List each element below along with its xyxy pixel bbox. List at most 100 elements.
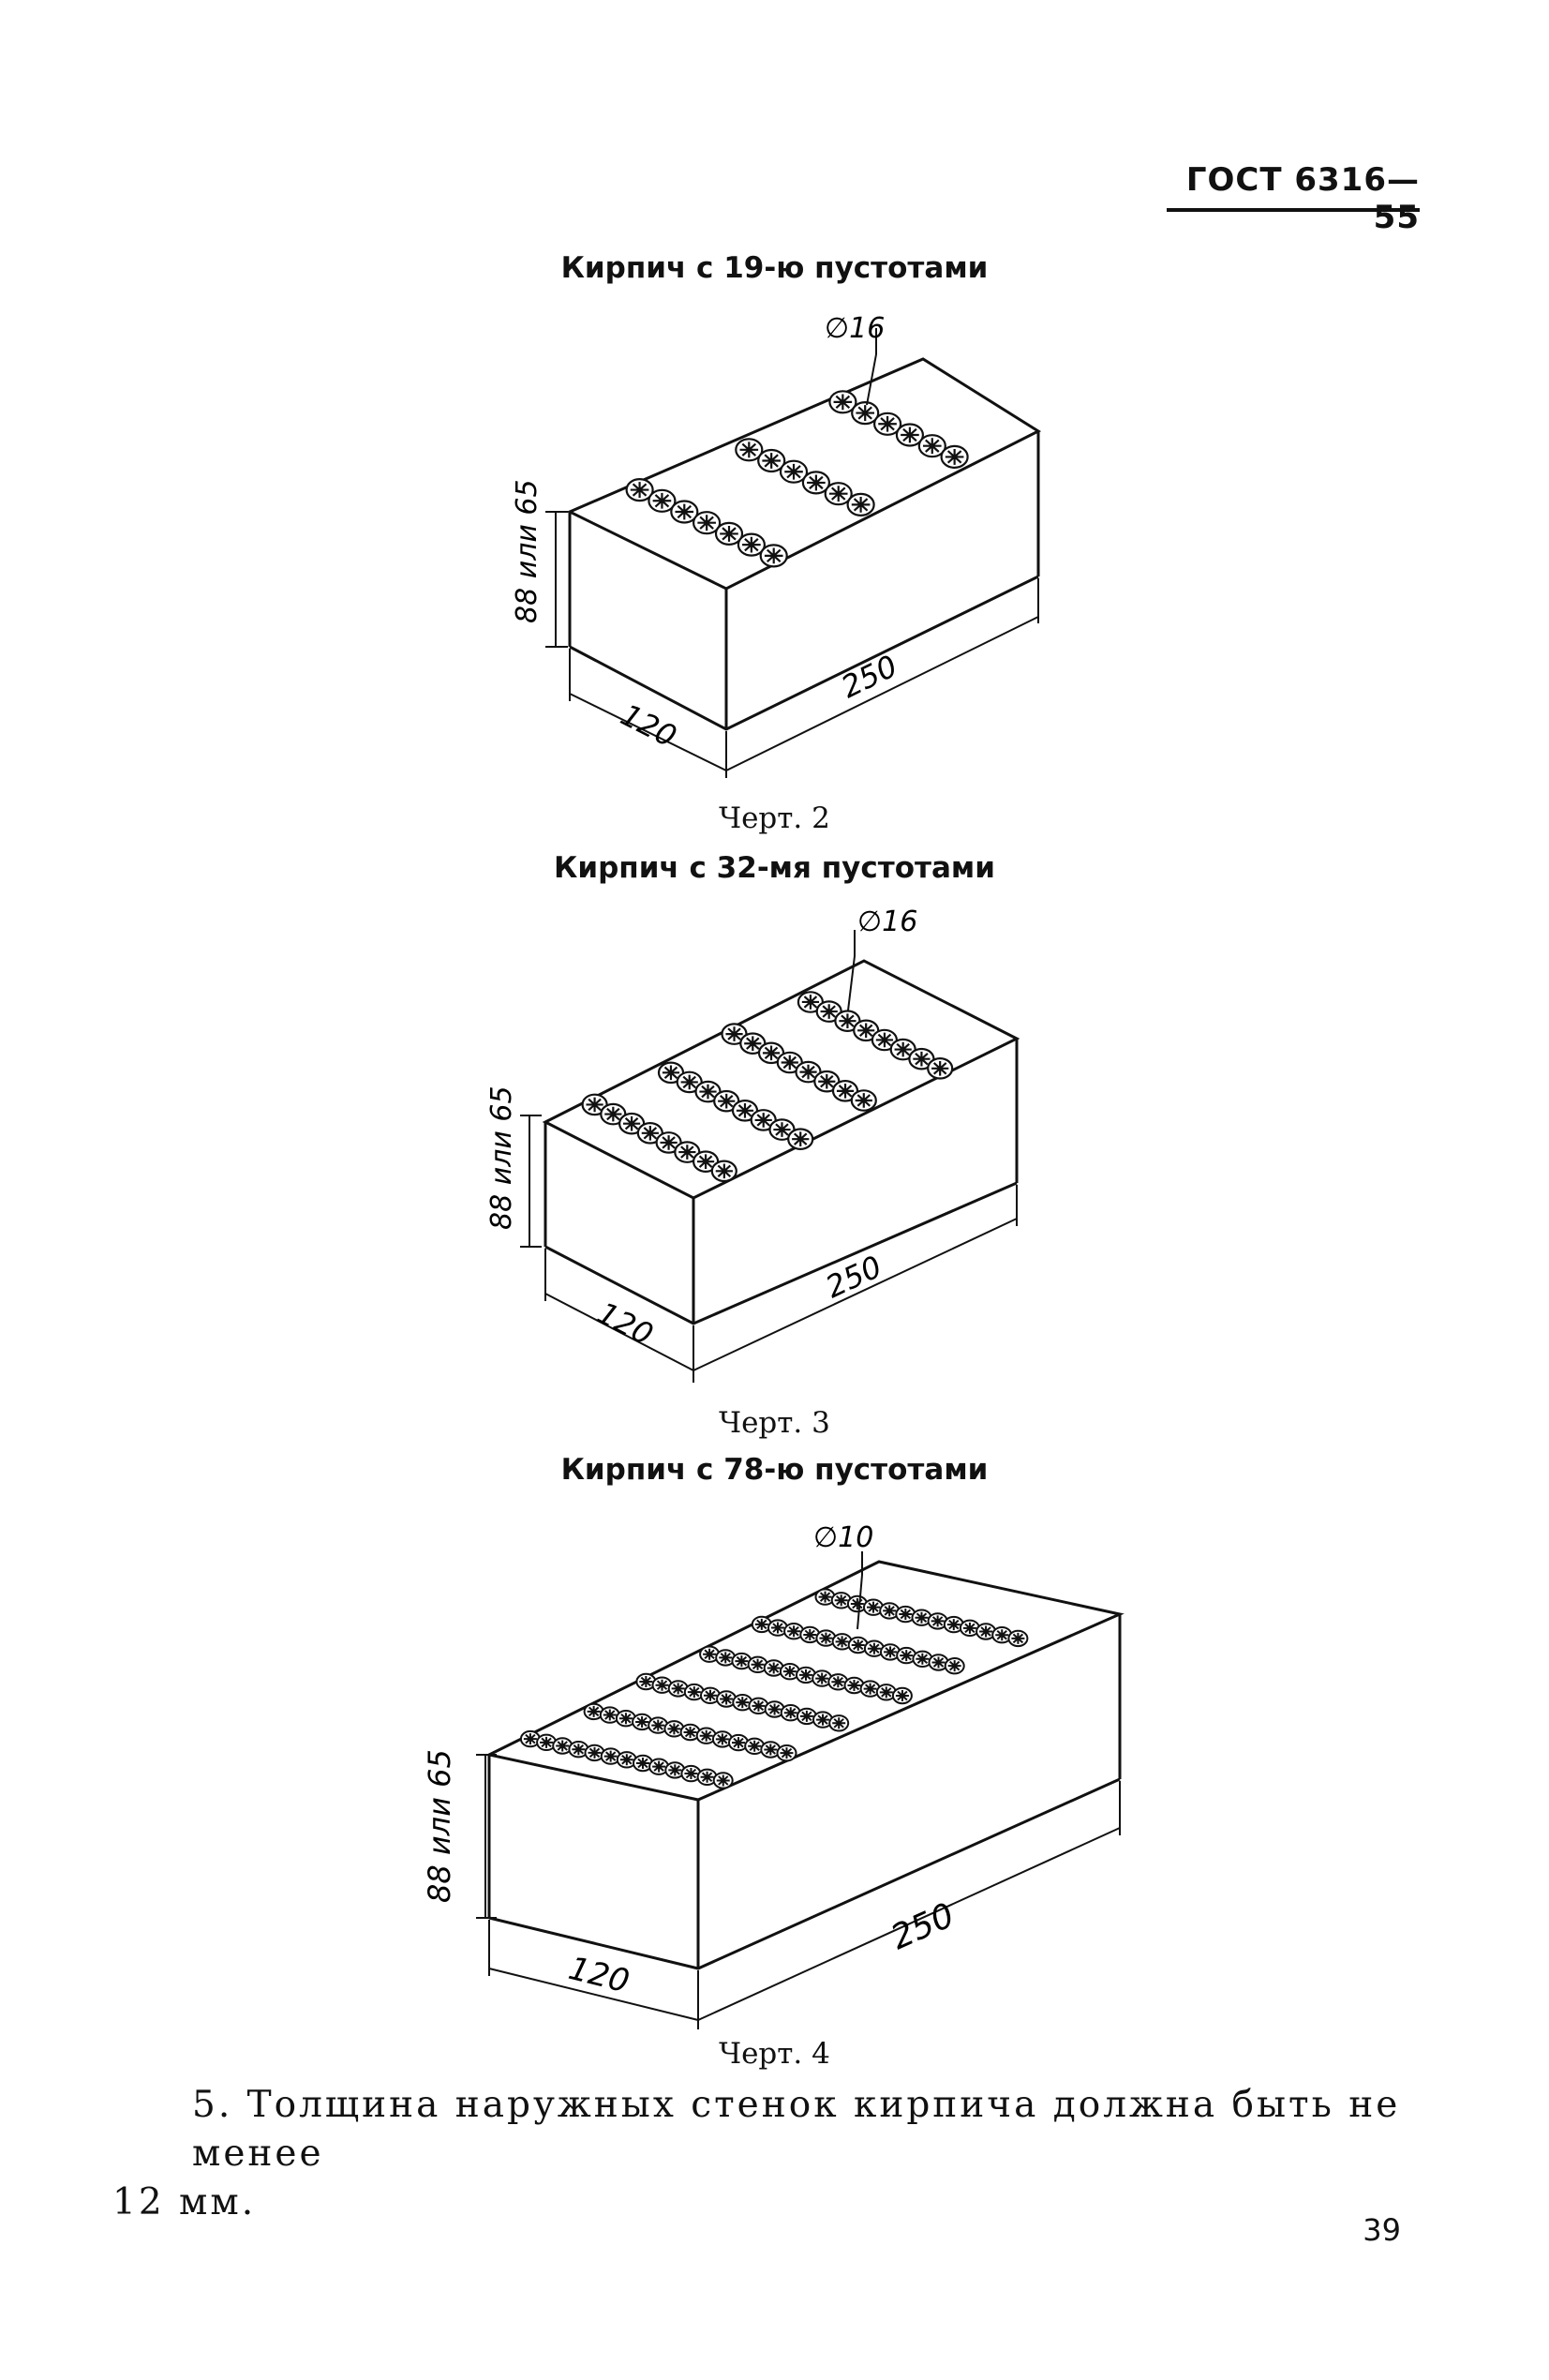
hole-cross <box>668 1764 682 1776</box>
hole-cross <box>742 536 761 553</box>
hole-cross <box>762 453 781 469</box>
hole-cross <box>700 1771 714 1783</box>
hole-cross <box>586 1097 603 1113</box>
hole-cross <box>678 1145 696 1160</box>
figure-2-title: Кирпич с 19-ю пустотами <box>560 251 989 285</box>
hole-cross <box>754 1113 772 1128</box>
hole-cross <box>720 526 738 542</box>
hole-cross <box>773 1122 791 1137</box>
hole-cross <box>680 1074 698 1090</box>
hole-cross <box>523 1733 537 1745</box>
hole-cross <box>833 394 853 411</box>
hole-cross <box>901 427 919 443</box>
hole-cross <box>995 1629 1009 1641</box>
paragraph-line-2: 12 мм. <box>112 2181 257 2223</box>
hole-cross <box>735 1655 749 1668</box>
figure-4-caption: Черт. 4 <box>719 2037 830 2071</box>
hole-cross <box>725 1026 743 1041</box>
hole-cross <box>622 1115 641 1131</box>
brick-outline <box>484 1560 1125 1970</box>
hole-cross <box>878 415 897 432</box>
hole-cross <box>931 1061 949 1076</box>
paragraph-5: 5. Толщина наружных стенок кирпича должн… <box>112 2081 1420 2227</box>
hole-cross <box>784 463 803 480</box>
hole-cross <box>847 1679 861 1691</box>
hole-cross <box>894 1041 912 1057</box>
hole-cross <box>799 1669 813 1681</box>
hole-cross <box>764 547 783 564</box>
header-rule <box>1167 208 1420 212</box>
figure-2-brick-drawing: 88 или 65 120 250 ∅16 <box>511 312 1042 778</box>
hole-cross <box>635 1757 649 1769</box>
hole-cross <box>762 1045 781 1061</box>
hole-cross <box>835 1636 849 1648</box>
hole-cross <box>603 1709 617 1721</box>
hole-cross <box>655 1679 669 1691</box>
hole-cross <box>556 1740 570 1752</box>
paragraph-line-1: 5. Толщина наружных стенок кирпича должн… <box>192 2084 1401 2175</box>
figure-2-caption: Черт. 2 <box>719 801 830 835</box>
hole-cross <box>639 1676 653 1687</box>
figure-3-title: Кирпич с 32-мя пустотами <box>554 851 995 885</box>
hole-cross <box>807 474 826 491</box>
hole-cross <box>748 1740 762 1752</box>
hole-cross <box>675 503 694 520</box>
hole-cross <box>782 1666 797 1678</box>
hole-cross <box>619 1754 633 1766</box>
hole-cross <box>884 1646 898 1658</box>
hole-cross <box>683 1727 697 1739</box>
dimension-lines <box>545 328 1039 778</box>
hole-cross <box>587 1705 601 1717</box>
brick-outline <box>542 959 1020 1325</box>
hole-cross <box>635 1715 649 1728</box>
hole-cross <box>641 1126 659 1141</box>
hole-cross <box>818 1073 836 1089</box>
hole-grid <box>519 1588 1029 1789</box>
height-dimension-label: 88 или 65 <box>485 1085 518 1230</box>
height-dimension-label: 88 или 65 <box>422 1749 457 1903</box>
hole-cross <box>751 1658 765 1670</box>
hole-cross <box>783 1707 797 1719</box>
hole-cross <box>820 1004 838 1019</box>
height-dimension-label: 88 или 65 <box>511 479 544 623</box>
hole-cross <box>883 1605 897 1617</box>
hole-cross <box>715 1163 733 1179</box>
hole-cross <box>660 1135 678 1150</box>
figure-4-brick-drawing: 88 или 65 120 250 ∅10 <box>422 1521 1125 2029</box>
figure-4-title: Кирпич с 78-ю пустотами <box>560 1453 989 1487</box>
width-dimension-label: 120 <box>565 1950 633 2001</box>
hole-cross <box>697 515 716 531</box>
hole-cross <box>945 449 964 465</box>
hole-cross <box>732 1737 746 1749</box>
brick-outline <box>566 357 1042 731</box>
hole-cross <box>931 1656 946 1669</box>
dimension-lines <box>476 1551 1121 2029</box>
hole-cross <box>671 1683 685 1695</box>
hole-cross <box>979 1625 993 1638</box>
hole-cross <box>851 496 871 513</box>
hole-cross <box>603 1750 618 1762</box>
hole-cross <box>900 1650 914 1662</box>
hole-cross <box>832 1717 846 1729</box>
hole-cross <box>780 1747 794 1759</box>
figure-3-caption: Черт. 3 <box>719 1406 830 1440</box>
hole-cross <box>850 1597 864 1609</box>
hole-cross <box>703 1689 717 1701</box>
hole-cross <box>875 1032 894 1048</box>
hole-cross <box>947 1660 961 1672</box>
hole-cross <box>792 1131 810 1146</box>
hole-cross <box>770 1622 784 1634</box>
hole-cross <box>662 1065 680 1081</box>
hole-grid <box>625 390 969 568</box>
hole-cross <box>855 1093 872 1108</box>
hole-cross <box>739 442 759 458</box>
hole-cross <box>816 1714 830 1726</box>
hole-grid <box>581 991 954 1183</box>
hole-cross <box>572 1744 586 1756</box>
hole-cross <box>699 1729 713 1742</box>
hole-cross <box>652 492 672 509</box>
hole-cross <box>715 1733 729 1745</box>
hole-cross <box>818 1591 832 1603</box>
hole-cross <box>540 1736 554 1748</box>
hole-cross <box>767 1662 781 1674</box>
